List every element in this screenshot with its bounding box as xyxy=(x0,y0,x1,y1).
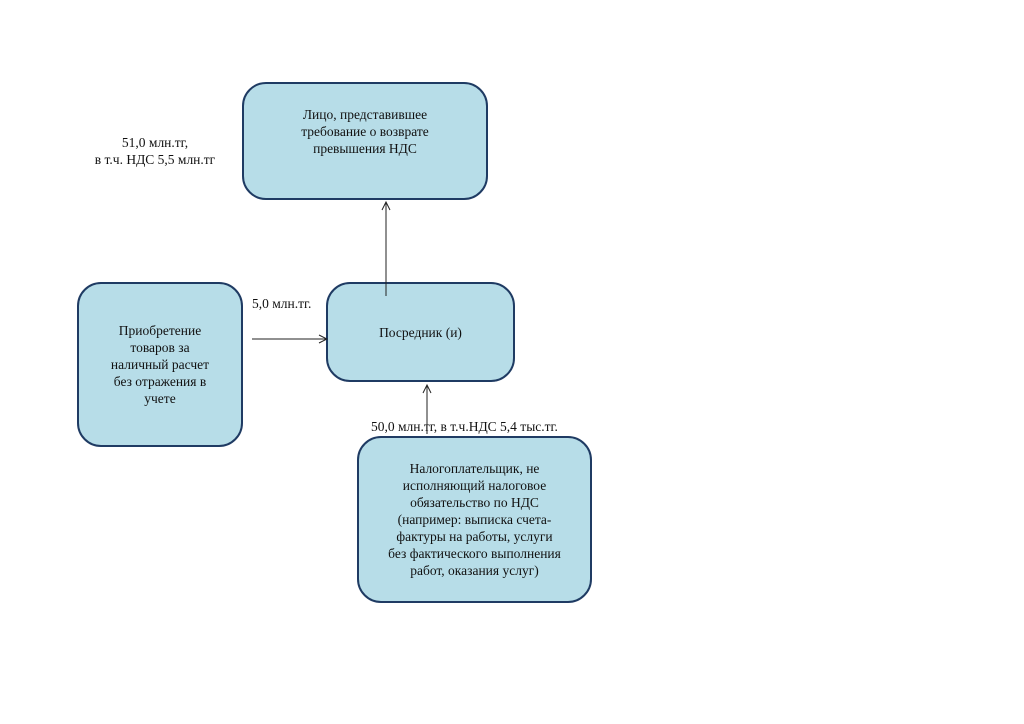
purchase-amount-label: 5,0 млн.тг. xyxy=(252,296,312,311)
cash-purchase-box: Приобретение товаров за наличный расчет … xyxy=(77,282,243,447)
claimant-box: Лицо, представившее требование о возврат… xyxy=(242,82,488,200)
claimant-box-text: Лицо, представившее требование о возврат… xyxy=(301,107,429,156)
claim-amount-label: 51,0 млн.тг, в т.ч. НДС 5,5 млн.тг xyxy=(94,135,216,167)
non-compliant-taxpayer-box: Налогоплательщик, не исполняющий налогов… xyxy=(357,436,592,603)
intermediary-box-text: Посредник (и) xyxy=(379,324,462,340)
intermediary-box: Посредник (и) xyxy=(326,282,515,382)
non-compliant-taxpayer-box-text: Налогоплательщик, не исполняющий налогов… xyxy=(388,461,561,578)
taxpayer-amount-label: 50,0 млн.тг, в т.ч.НДС 5,4 тыс.тг. xyxy=(371,419,558,434)
cash-purchase-box-text: Приобретение товаров за наличный расчет … xyxy=(110,323,210,406)
